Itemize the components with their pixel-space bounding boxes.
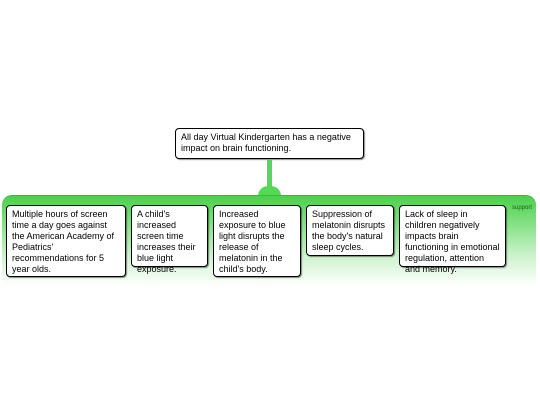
- support-node-3[interactable]: Increased exposure to blue light disrupt…: [213, 205, 301, 277]
- main-claim-node[interactable]: All day Virtual Kindergarten has a negat…: [175, 128, 364, 159]
- support-node-1[interactable]: Multiple hours of screen time a day goes…: [6, 205, 126, 277]
- support-group-label: support: [512, 205, 533, 211]
- claim-connector: [267, 160, 272, 190]
- claim-connector-foot: [258, 186, 281, 196]
- support-node-4[interactable]: Suppression of melatonin disrupts the bo…: [306, 205, 394, 256]
- support-node-5[interactable]: Lack of sleep in children negatively imp…: [399, 205, 506, 274]
- support-node-2[interactable]: A child's increased screen time increase…: [131, 205, 208, 274]
